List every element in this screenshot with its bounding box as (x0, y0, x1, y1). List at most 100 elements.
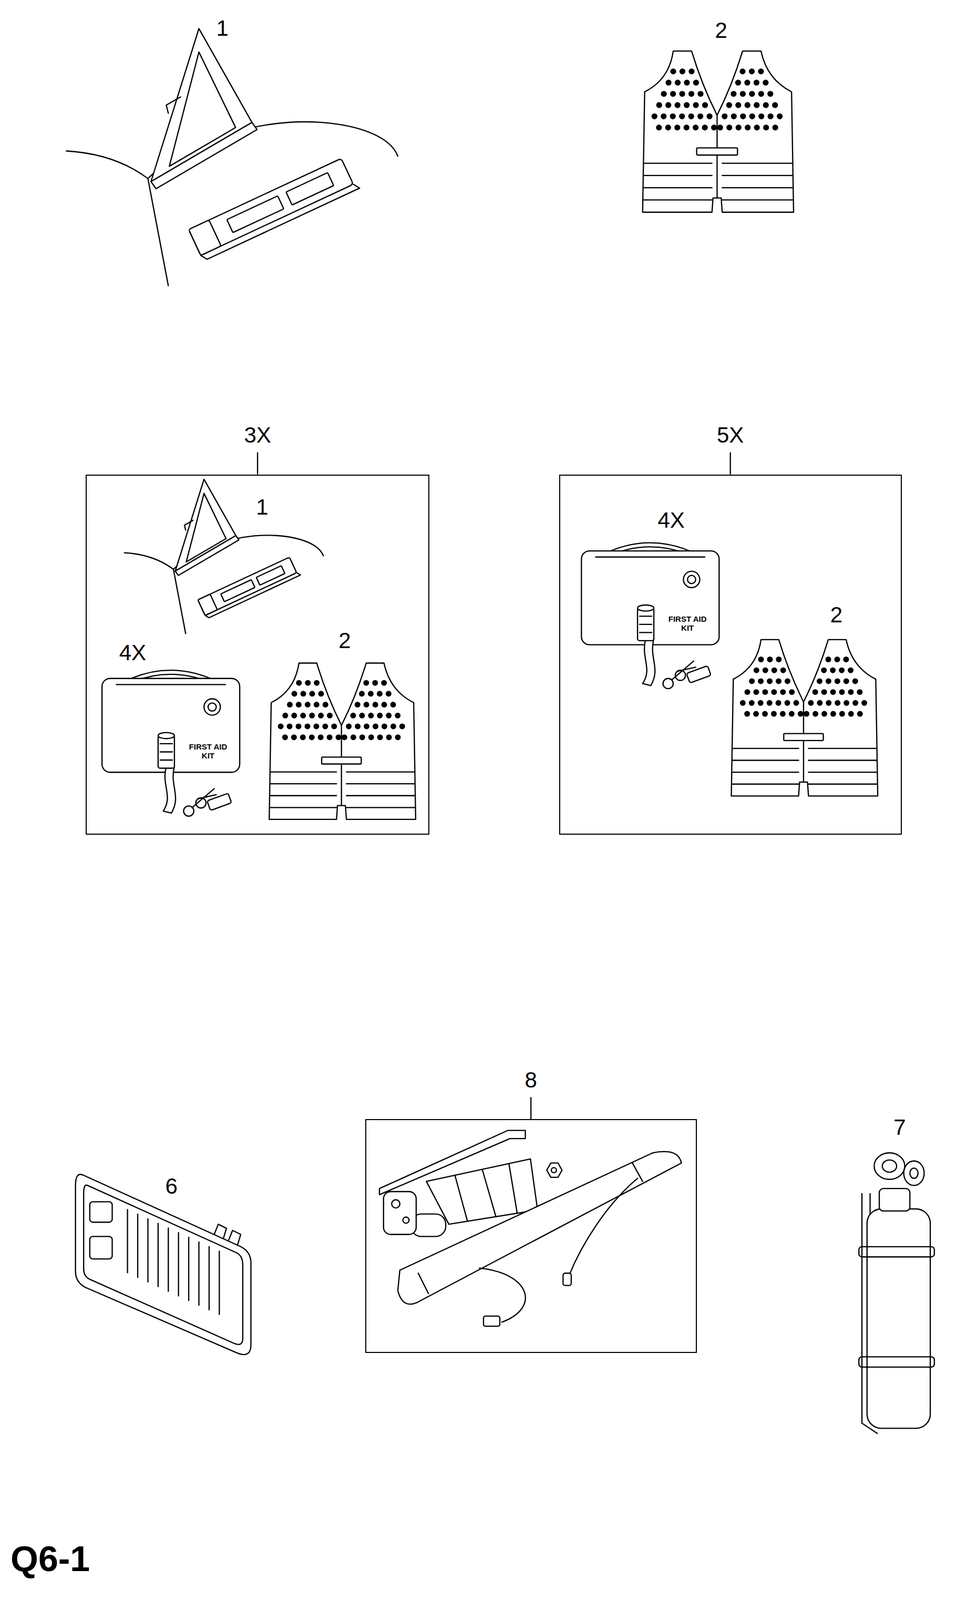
line-art (637, 604, 654, 612)
line-art (285, 172, 334, 205)
line-art (89, 1236, 113, 1259)
line-art (147, 1218, 149, 1282)
line-art (835, 700, 840, 706)
callout-number: 4X (119, 640, 147, 666)
line-art (75, 1174, 252, 1355)
line-art (839, 667, 845, 673)
line-art (355, 702, 360, 707)
line-art (749, 700, 755, 706)
line-art (124, 552, 174, 570)
line-art (758, 700, 764, 706)
line-art (656, 125, 662, 130)
line-art (882, 1159, 897, 1172)
line-art (767, 656, 773, 662)
line-art (696, 147, 738, 156)
line-art (693, 80, 699, 86)
line-art (813, 689, 818, 695)
line-art (772, 102, 778, 108)
line-art (661, 114, 666, 119)
line-art (364, 724, 369, 729)
line-art (789, 711, 795, 717)
line-art (101, 678, 240, 773)
line-art (386, 734, 392, 740)
line-art (300, 713, 306, 718)
group-box: 8 (365, 1118, 697, 1353)
line-art (305, 680, 311, 686)
line-art (783, 733, 824, 741)
line-art (391, 702, 396, 707)
line-art (767, 91, 773, 97)
line-art (300, 734, 306, 740)
line-art (203, 698, 221, 716)
line-art (688, 91, 694, 97)
line-art (643, 162, 713, 164)
line-art (167, 1227, 169, 1291)
line-art (483, 1315, 500, 1326)
line-art (200, 182, 360, 261)
line-art (744, 711, 750, 717)
leader-line (729, 452, 732, 475)
line-art (642, 638, 656, 686)
line-art (346, 783, 415, 785)
line-art (368, 691, 374, 697)
line-art (336, 734, 342, 740)
callout-number: 7 (893, 1114, 906, 1140)
line-art (670, 114, 676, 119)
line-art (269, 662, 416, 819)
line-art (318, 734, 324, 740)
line-art (661, 91, 667, 97)
callout-number: 1 (255, 494, 269, 520)
line-art (830, 689, 836, 695)
line-art (767, 679, 773, 684)
line-art (749, 68, 755, 74)
line-art (686, 665, 712, 684)
extinguisher-figure (858, 1152, 935, 1434)
line-art (821, 667, 827, 673)
line-art (821, 689, 827, 695)
line-art (848, 711, 854, 717)
line-art (183, 805, 194, 816)
line-art (318, 713, 324, 718)
line-art (808, 700, 814, 706)
line-art (754, 80, 759, 86)
line-art (455, 1164, 518, 1221)
line-art (301, 691, 306, 697)
line-art (672, 661, 696, 680)
line-art (562, 1272, 572, 1285)
line-art (861, 700, 867, 706)
line-art (736, 125, 742, 130)
line-art (198, 557, 297, 616)
figure-code: Q6-1 (10, 1538, 90, 1579)
line-art (287, 724, 293, 729)
line-art (735, 80, 741, 86)
line-art (321, 756, 362, 764)
line-art (858, 1246, 935, 1257)
leader-line (530, 1096, 532, 1119)
line-art (763, 125, 769, 130)
line-art (684, 102, 689, 108)
line-art (346, 795, 415, 797)
line-art (218, 1250, 220, 1314)
line-art (697, 114, 703, 119)
line-art (777, 114, 783, 119)
line-art (683, 571, 700, 588)
first-aid-kit-figure (101, 670, 240, 817)
line-art (395, 734, 401, 740)
line-art (391, 1199, 400, 1209)
line-art (763, 689, 768, 695)
line-art (839, 689, 845, 695)
callout-number: 2 (715, 17, 728, 44)
line-art (732, 783, 799, 785)
line-art (158, 735, 175, 768)
line-art (758, 68, 764, 74)
line-art (381, 680, 387, 686)
line-art (184, 520, 193, 531)
line-art (780, 667, 786, 673)
line-art (391, 724, 396, 729)
line-art (643, 187, 713, 189)
line-art (687, 575, 696, 584)
line-art (66, 150, 148, 179)
line-art (909, 1167, 919, 1178)
line-art (314, 702, 320, 707)
